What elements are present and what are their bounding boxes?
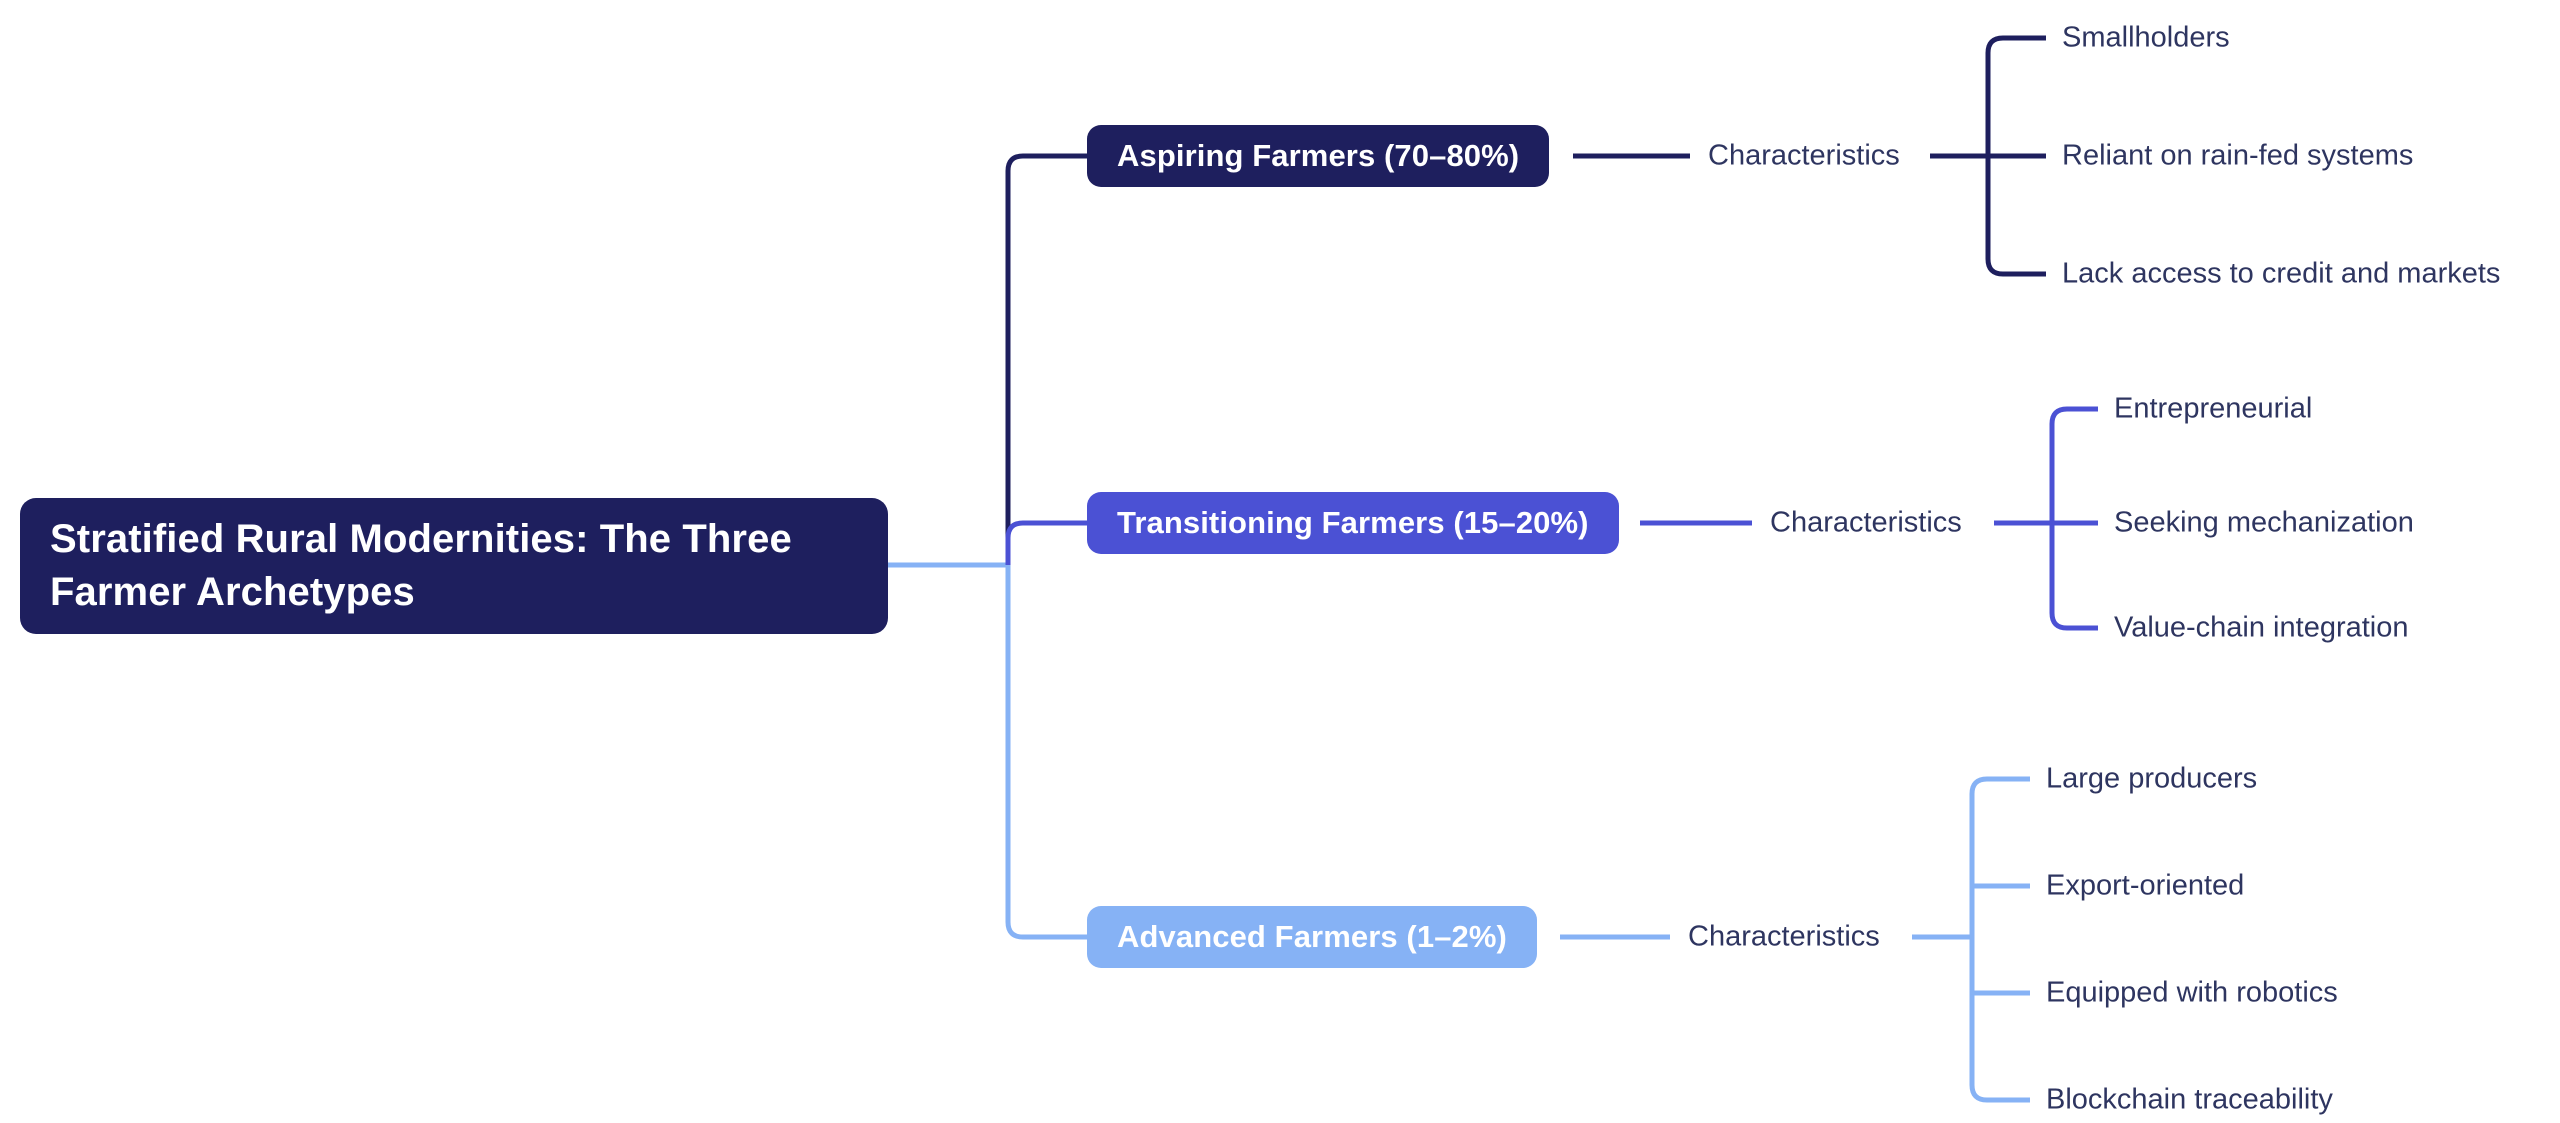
leaf-item: Reliant on rain-fed systems: [2062, 139, 2414, 172]
connector-b1-bracket: [1985, 35, 2004, 277]
connector-trunk-branch2: [1005, 520, 1087, 565]
connector-b2-bracket: [2049, 406, 2068, 631]
connector-trunk-branch3: [1005, 565, 1087, 940]
root-node[interactable]: Stratified Rural Modernities: The Three …: [20, 498, 888, 634]
leaf-item: Entrepreneurial: [2114, 392, 2313, 425]
leaf-item: Equipped with robotics: [2046, 976, 2338, 1009]
leaf-item: Lack access to credit and markets: [2062, 257, 2501, 290]
connector-b3-bracket: [1969, 776, 1988, 1103]
branch-aspiring-characteristics-label: Characteristics: [1708, 139, 1900, 172]
connector-trunk-branch1: [1005, 153, 1087, 565]
leaf-item: Value-chain integration: [2114, 611, 2409, 644]
branch-advanced-characteristics-label: Characteristics: [1688, 920, 1880, 953]
leaf-item: Export-oriented: [2046, 869, 2245, 902]
branch-node-advanced[interactable]: Advanced Farmers (1–2%): [1087, 906, 1537, 968]
branch-transitioning-characteristics-label: Characteristics: [1770, 506, 1962, 539]
leaf-item: Seeking mechanization: [2114, 506, 2414, 539]
branch-node-transitioning[interactable]: Transitioning Farmers (15–20%): [1087, 492, 1619, 554]
branch-node-aspiring[interactable]: Aspiring Farmers (70–80%): [1087, 125, 1550, 187]
leaf-item: Large producers: [2046, 762, 2258, 795]
leaf-item: Blockchain traceability: [2046, 1083, 2333, 1116]
leaf-item: Smallholders: [2062, 21, 2230, 54]
